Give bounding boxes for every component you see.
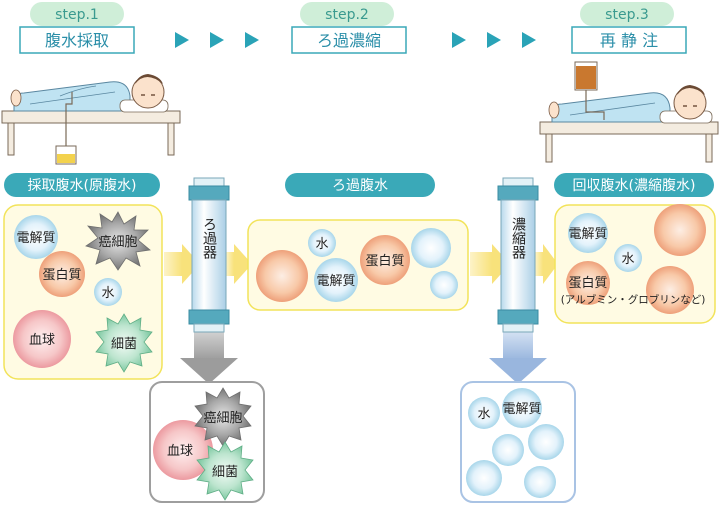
play-arrow-icon bbox=[487, 32, 501, 48]
electrolyte-particle bbox=[14, 215, 58, 259]
step-3-label: step.3 bbox=[605, 7, 649, 23]
svg-text:血球: 血球 bbox=[167, 444, 193, 459]
collected-particles: 電解質 癌細胞 蛋白質 水 血球 細菌 bbox=[13, 211, 153, 373]
svg-text:電解質: 電解質 bbox=[316, 274, 355, 289]
step-arrows-2-3 bbox=[452, 32, 536, 48]
recovered-ascites-title: 回収腹水(濃縮腹水) bbox=[554, 173, 714, 197]
protein-particle bbox=[646, 266, 694, 314]
protein-particle bbox=[39, 251, 85, 297]
water-down-arrow bbox=[489, 330, 547, 384]
svg-text:電解質: 電解質 bbox=[568, 227, 607, 242]
patient-reinfusion-illustration bbox=[539, 61, 719, 163]
step-2-box bbox=[291, 26, 407, 54]
step-2-title: ろ過濃縮 bbox=[317, 31, 381, 50]
flow-arrow-2 bbox=[226, 244, 252, 284]
water-particle bbox=[528, 424, 564, 460]
step-2-badge bbox=[300, 2, 394, 26]
play-arrow-icon bbox=[175, 32, 189, 48]
filtered-ascites-title: ろ過腹水 bbox=[285, 173, 435, 197]
water-particle bbox=[430, 271, 458, 299]
svg-text:癌細胞: 癌細胞 bbox=[98, 234, 137, 250]
step-1-label: step.1 bbox=[55, 7, 99, 23]
waste-down-arrow bbox=[180, 330, 238, 384]
collected-ascites-title: 採取腹水(原腹水) bbox=[4, 173, 160, 197]
svg-text:蛋白質: 蛋白質 bbox=[42, 267, 81, 283]
step-2-label: step.2 bbox=[325, 7, 369, 23]
step-3-box bbox=[571, 26, 687, 54]
svg-text:水: 水 bbox=[621, 252, 634, 267]
water-particle bbox=[466, 460, 502, 496]
svg-text:電解質: 電解質 bbox=[16, 231, 55, 246]
concentrator-device: 濃縮器 bbox=[497, 177, 539, 333]
water-output-particles: 水 電解質 bbox=[466, 388, 564, 498]
play-arrow-icon bbox=[522, 32, 536, 48]
blood-cell-particle bbox=[153, 420, 213, 480]
bacteria-particle bbox=[95, 313, 153, 373]
electrolyte-particle bbox=[568, 213, 608, 253]
svg-text:癌細胞: 癌細胞 bbox=[203, 410, 242, 426]
svg-text:電解質: 電解質 bbox=[502, 402, 541, 417]
svg-text:採取腹水(原腹水): 採取腹水(原腹水) bbox=[28, 177, 137, 194]
filtered-particles: 水 電解質 蛋白質 bbox=[256, 228, 458, 302]
svg-text:回収腹水(濃縮腹水): 回収腹水(濃縮腹水) bbox=[573, 177, 696, 194]
step-3-header: step.3 再 静 注 bbox=[571, 2, 687, 54]
water-particle bbox=[468, 397, 500, 429]
water-particle bbox=[492, 434, 524, 466]
step-1-title: 腹水採取 bbox=[45, 31, 109, 50]
water-particle bbox=[94, 278, 122, 306]
water-particle bbox=[524, 466, 556, 498]
step-arrows-1-2 bbox=[175, 32, 259, 48]
water-particle bbox=[411, 228, 451, 268]
play-arrow-icon bbox=[245, 32, 259, 48]
protein-particle bbox=[256, 250, 308, 302]
svg-text:細菌: 細菌 bbox=[111, 337, 137, 352]
protein-particle bbox=[566, 261, 610, 305]
water-particle bbox=[308, 229, 336, 257]
play-arrow-icon bbox=[452, 32, 466, 48]
svg-text:蛋白質: 蛋白質 bbox=[568, 275, 607, 291]
svg-text:水: 水 bbox=[101, 286, 114, 301]
recovered-particles: 電解質 水 蛋白質 (アルブミン・グロブリンなど) bbox=[561, 204, 706, 314]
flow-arrow-4 bbox=[535, 244, 558, 284]
bacteria-particle bbox=[196, 441, 254, 501]
electrolyte-particle bbox=[502, 388, 542, 428]
step-1-badge bbox=[30, 2, 124, 26]
step-2-header: step.2 ろ過濃縮 bbox=[291, 2, 407, 54]
step-1-box bbox=[19, 26, 135, 54]
filter-label: ろ過器 bbox=[201, 217, 217, 259]
step-3-badge bbox=[580, 2, 674, 26]
waste-particles: 血球 癌細胞 細菌 bbox=[153, 387, 254, 501]
svg-text:細菌: 細菌 bbox=[212, 465, 238, 480]
protein-particle bbox=[360, 235, 410, 285]
svg-text:水: 水 bbox=[477, 407, 490, 422]
water-particle bbox=[614, 244, 642, 272]
step-3-title: 再 静 注 bbox=[600, 31, 658, 50]
step-1-header: step.1 腹水採取 bbox=[19, 2, 135, 54]
cancer-cell-particle bbox=[85, 211, 151, 271]
flow-arrow-1 bbox=[164, 244, 200, 284]
svg-text:血球: 血球 bbox=[29, 333, 55, 348]
concentrator-label: 濃縮器 bbox=[510, 217, 526, 259]
protein-particle bbox=[654, 204, 706, 256]
electrolyte-particle bbox=[314, 258, 358, 302]
svg-text:蛋白質: 蛋白質 bbox=[365, 253, 404, 269]
svg-text:水: 水 bbox=[315, 237, 328, 252]
filter-device: ろ過器 bbox=[188, 177, 230, 333]
svg-text:ろ過腹水: ろ過腹水 bbox=[332, 177, 388, 194]
protein-examples-note: (アルブミン・グロブリンなど) bbox=[561, 293, 706, 306]
patient-collection-illustration bbox=[1, 74, 181, 165]
blood-cell-particle bbox=[13, 310, 71, 368]
play-arrow-icon bbox=[210, 32, 224, 48]
